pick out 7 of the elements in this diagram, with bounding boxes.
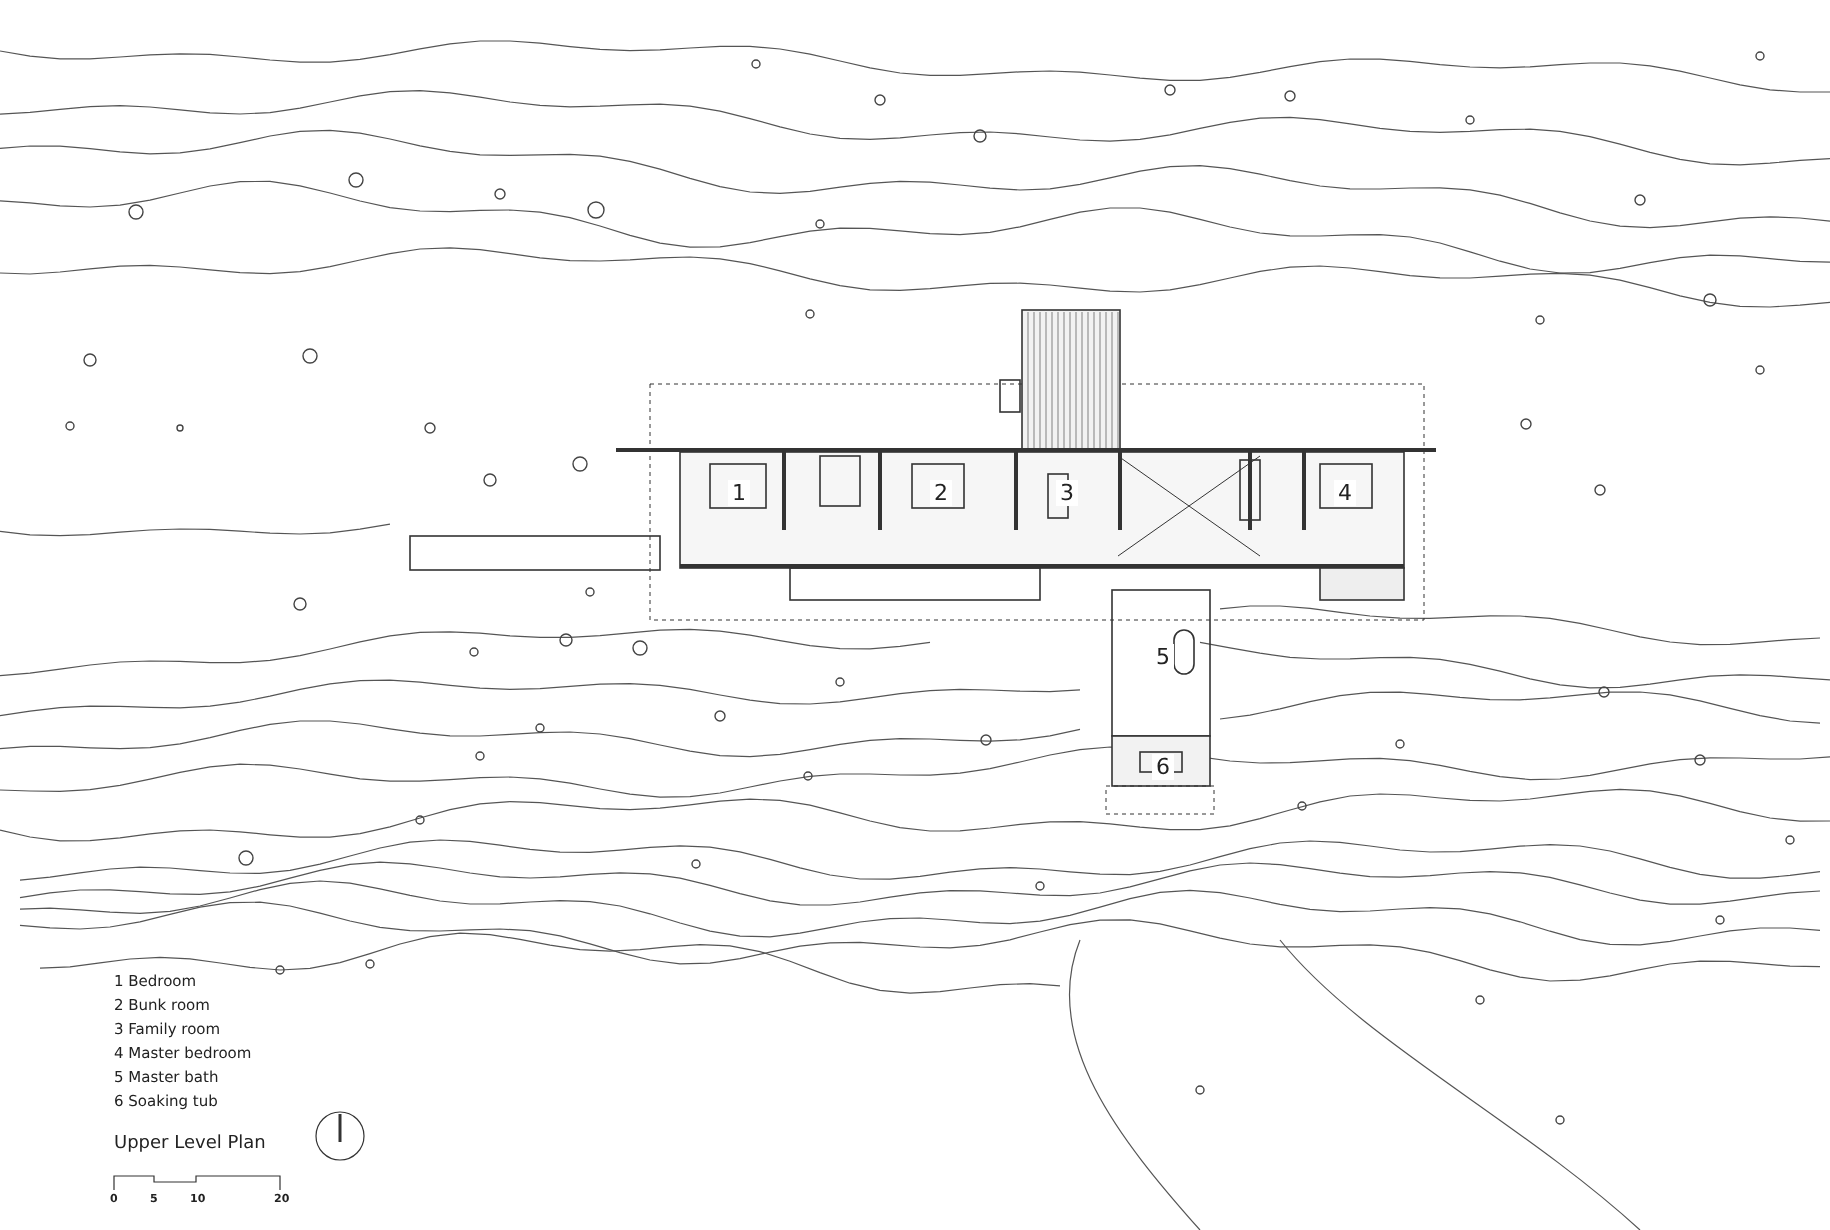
- room-number: 5: [1152, 644, 1174, 670]
- room-number: 1: [728, 480, 750, 506]
- room-number: 4: [1334, 480, 1356, 506]
- room-number: 6: [1152, 754, 1174, 780]
- room-number: 3: [1056, 480, 1078, 506]
- room-number: 2: [930, 480, 952, 506]
- plan-title: Upper Level Plan: [114, 1136, 266, 1154]
